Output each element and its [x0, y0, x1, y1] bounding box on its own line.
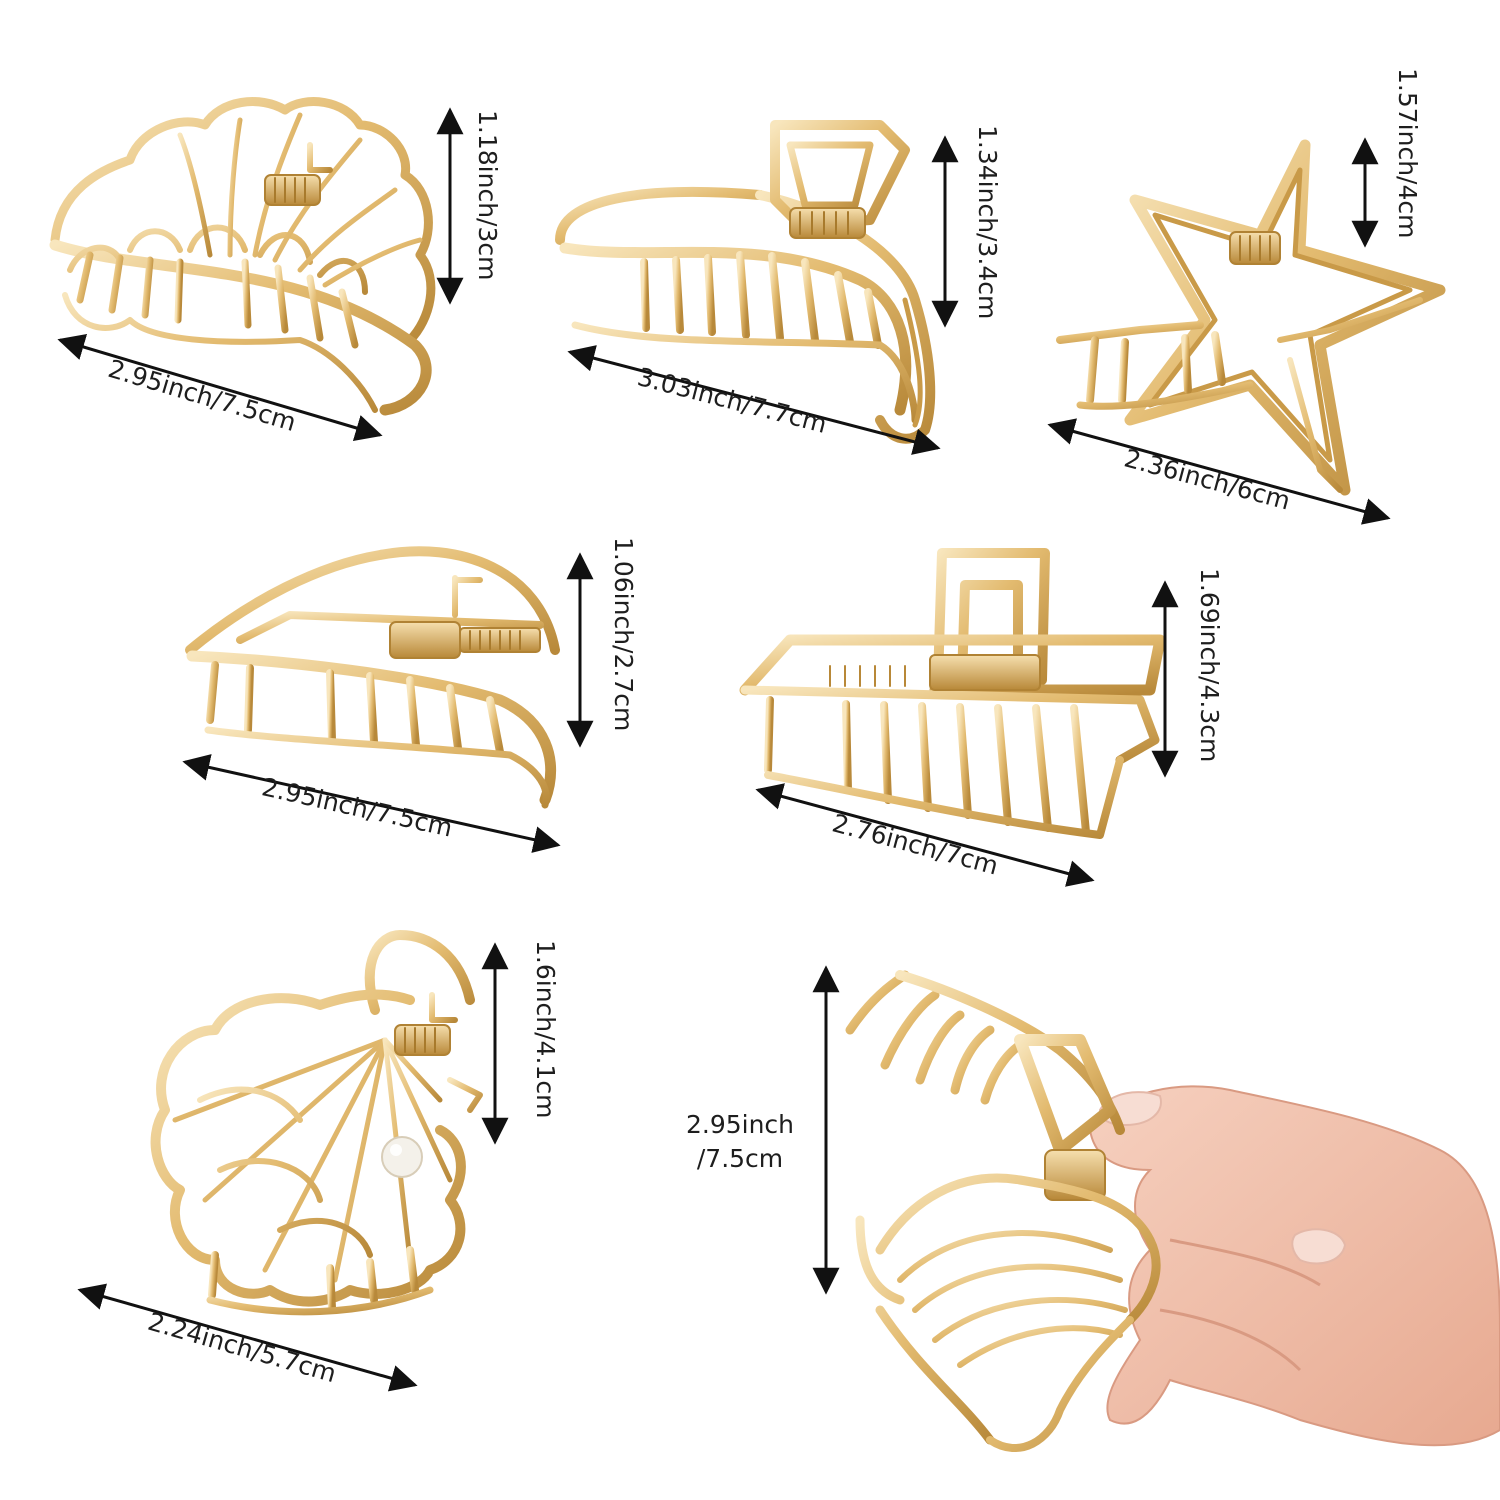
dimension-arrow	[567, 345, 941, 455]
hand	[1088, 1085, 1500, 1447]
clip-6-height-label: 1.6inch/4.1cm	[531, 940, 560, 1119]
open-claw-clip	[845, 970, 1161, 1453]
clip-3-height-label: 1.57inch/4cm	[1393, 68, 1422, 239]
star-claw-clip	[1056, 139, 1446, 496]
clip-5-height-label: 1.69inch/4.3cm	[1195, 568, 1224, 763]
dimension-arrow	[182, 754, 561, 853]
shell-pearl-claw-clip	[150, 930, 483, 1316]
dimension-arrow	[1047, 418, 1391, 525]
half-moon-open-claw-clip	[185, 546, 560, 809]
hand-demo-length-line2: /7.5cm	[696, 1144, 784, 1173]
pearl	[381, 1136, 423, 1178]
rectangle-claw-clip	[739, 548, 1166, 839]
dimension-arrow	[57, 333, 383, 442]
hand-demo-length-line1: 2.95inch	[685, 1110, 795, 1139]
clip-4-height-label: 1.06inch/2.7cm	[609, 537, 638, 732]
hand-demo-length-label: 2.95inch /7.5cm	[670, 1108, 810, 1176]
hand-holding-clip	[1088, 1085, 1500, 1447]
clip-2-height-label: 1.34inch/3.4cm	[973, 125, 1002, 320]
dimension-arrow	[755, 783, 1095, 887]
clip-1-height-label: 1.18inch/3cm	[473, 110, 502, 281]
dimension-arrow	[77, 1283, 418, 1392]
